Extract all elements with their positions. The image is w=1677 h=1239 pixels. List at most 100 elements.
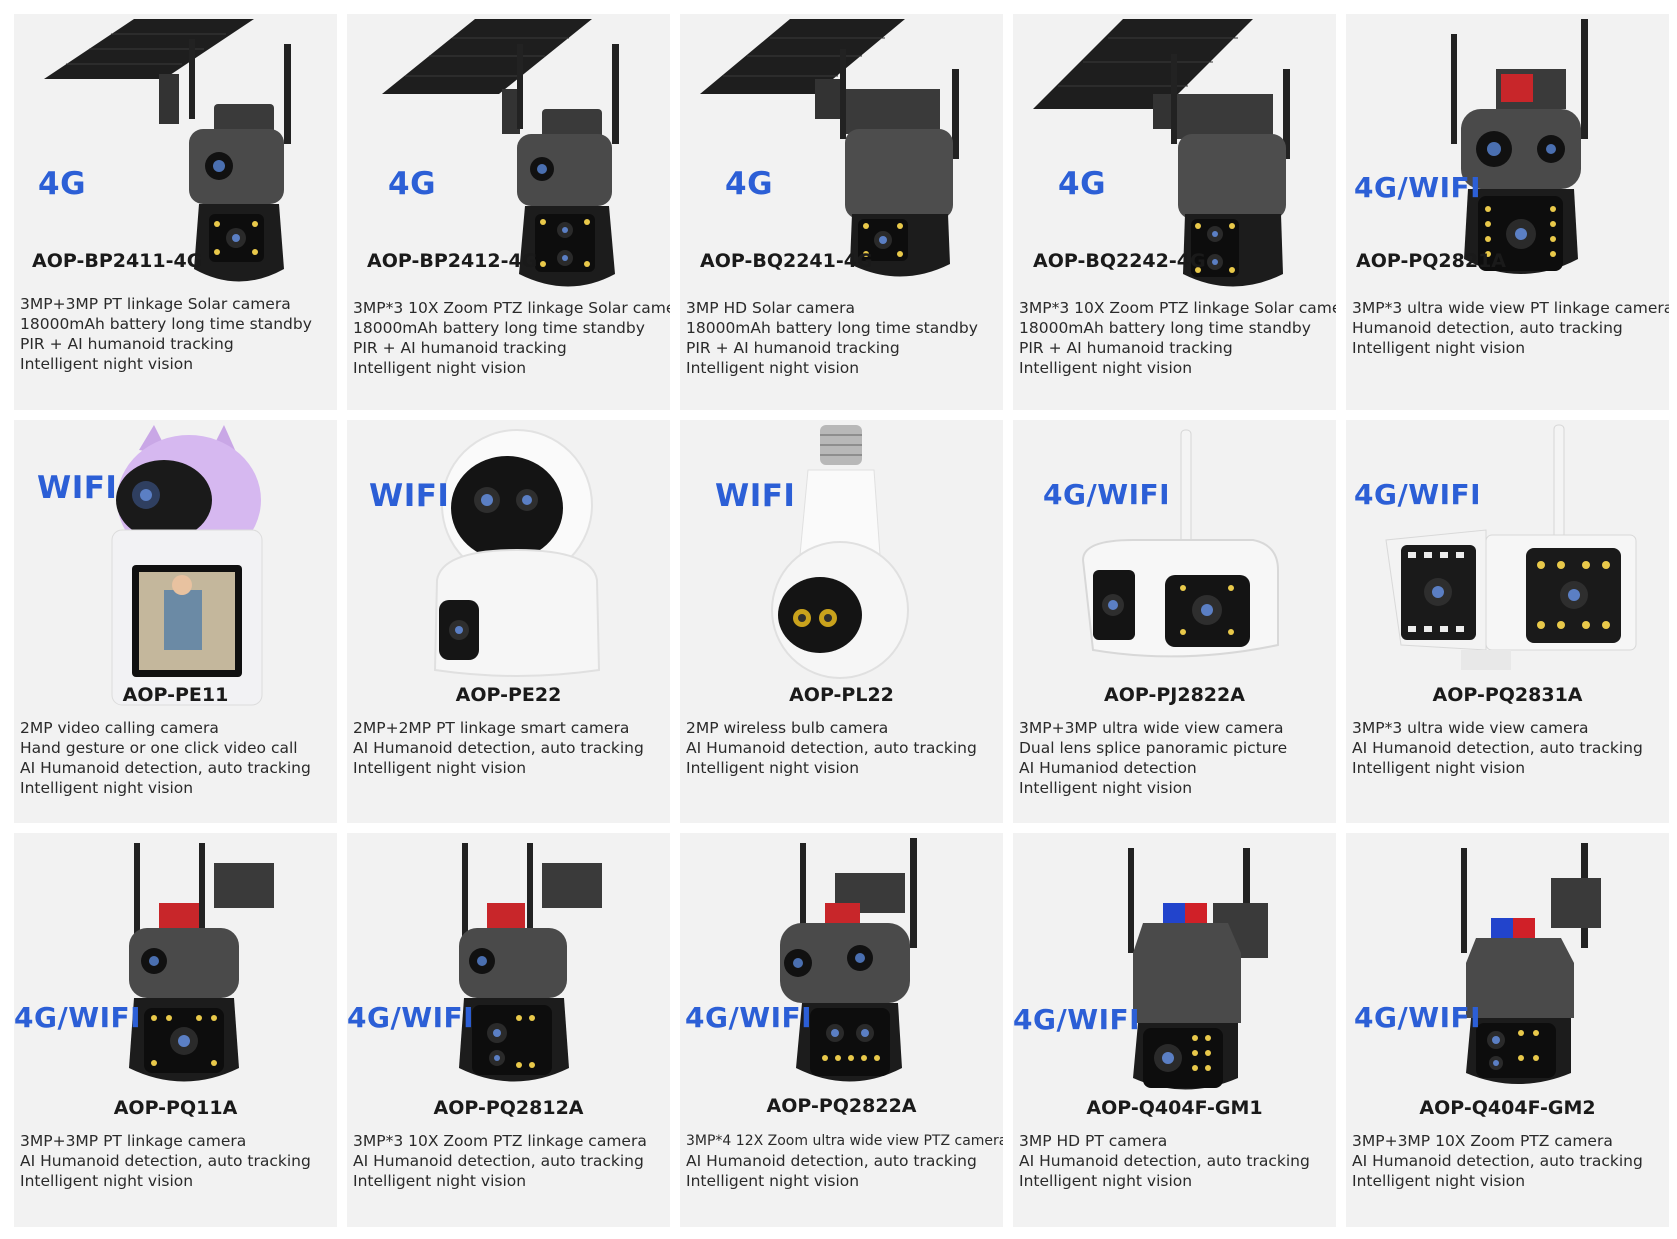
feature-line: PIR + AI humanoid tracking [353, 339, 567, 357]
product-card[interactable]: 4G/WIFI AOP-PQ2821A 3MP*3 ultra wide vie… [1346, 14, 1669, 410]
feature-line: AI Humanoid detection, auto tracking [20, 1152, 311, 1170]
model-name: AOP-BQ2242-4G [1033, 250, 1206, 272]
model-name: AOP-PE11 [122, 684, 229, 706]
feature-line: Intelligent night vision [1352, 339, 1526, 357]
model-name: AOP-BP2412-4G [367, 250, 538, 272]
product-card[interactable]: 4G/WIFI AOP-PQ11A 3MP+3MP PT linkage cam… [14, 833, 337, 1227]
connectivity-label: 4G/WIFI [685, 1001, 813, 1034]
feature-line: Intelligent night vision [353, 759, 527, 777]
model-name: AOP-PQ2821A [1356, 250, 1506, 272]
feature-list: 3MP*3 10X Zoom PTZ linkage Solar camera … [353, 298, 670, 378]
product-card[interactable]: WIFI AOP-PE22 2MP+2MP PT linkage smart c… [347, 420, 670, 823]
feature-list: 2MP video calling camera Hand gesture or… [20, 718, 333, 798]
solar-ptz-dual-lens-camera-icon [14, 14, 337, 304]
ptz-zoom-camera-with-police-light-icon [1346, 833, 1669, 1123]
model-name: AOP-Q404F-GM2 [1419, 1097, 1596, 1119]
feature-line: Intelligent night vision [353, 359, 527, 377]
product-card[interactable]: 4G AOP-BQ2241-4G 3MP HD Solar camera 180… [680, 14, 1003, 410]
feature-line: Hand gesture or one click video call [20, 739, 298, 757]
feature-line: PIR + AI humanoid tracking [1019, 339, 1233, 357]
feature-line: 3MP HD PT camera [1019, 1132, 1168, 1150]
video-calling-camera-icon [14, 420, 337, 710]
product-card[interactable]: 4G/WIFI AOP-Q404F-GM2 3MP+3MP 10X Zoom P… [1346, 833, 1669, 1227]
connectivity-label: 4G/WIFI [14, 1001, 142, 1034]
feature-list: 3MP+3MP PT linkage Solar camera 18000mAh… [20, 294, 333, 374]
feature-list: 2MP wireless bulb camera AI Humanoid det… [686, 718, 999, 778]
product-card[interactable]: 4G/WIFI AOP-Q404F-GM1 3MP HD PT camera A… [1013, 833, 1336, 1227]
feature-list: 3MP HD PT camera AI Humanoid detection, … [1019, 1131, 1332, 1191]
feature-line: AI Humanoid detection, auto tracking [686, 1152, 977, 1170]
ptz-zoom-dual-lens-camera-icon [347, 833, 670, 1123]
feature-list: 3MP*3 10X Zoom PTZ linkage camera AI Hum… [353, 1131, 666, 1191]
feature-line: 3MP+3MP 10X Zoom PTZ camera [1352, 1132, 1613, 1150]
connectivity-label: 4G/WIFI [1354, 1001, 1482, 1034]
connectivity-label: 4G/WIFI [1354, 478, 1482, 511]
feature-list: 3MP HD Solar camera 18000mAh battery lon… [686, 298, 999, 378]
feature-line: 3MP+3MP PT linkage Solar camera [20, 295, 291, 313]
product-card[interactable]: 4G/WIFI AOP-PJ2822A 3MP+3MP ultra wide v… [1013, 420, 1336, 823]
feature-line: Intelligent night vision [1019, 779, 1193, 797]
product-card[interactable]: 4G AOP-BP2412-4G 3MP*3 10X Zoom PTZ link… [347, 14, 670, 410]
dual-box-camera-icon [1346, 420, 1669, 710]
model-name: AOP-BP2411-4G [32, 250, 203, 272]
feature-line: 3MP*3 ultra wide view camera [1352, 719, 1589, 737]
feature-line: 2MP wireless bulb camera [686, 719, 889, 737]
feature-line: AI Humanoid detection, auto tracking [353, 739, 644, 757]
model-name: AOP-PQ2831A [1432, 684, 1583, 706]
feature-line: AI Humanoid detection, auto tracking [1352, 739, 1643, 757]
feature-line: 18000mAh battery long time standby [686, 319, 978, 337]
connectivity-label: WIFI [369, 478, 450, 514]
connectivity-label: 4G/WIFI [1013, 1003, 1141, 1036]
feature-list: 3MP+3MP ultra wide view camera Dual lens… [1019, 718, 1332, 798]
connectivity-label: WIFI [37, 470, 118, 506]
feature-line: Intelligent night vision [353, 1172, 527, 1190]
feature-line: Intelligent night vision [686, 1172, 860, 1190]
feature-line: Intelligent night vision [1352, 759, 1526, 777]
solar-ptz-camera-icon [680, 14, 1003, 304]
model-name: AOP-PQ11A [113, 1097, 238, 1119]
model-name: AOP-PQ2822A [766, 1095, 917, 1117]
model-name: AOP-Q404F-GM1 [1086, 1097, 1263, 1119]
product-card[interactable]: WIFI AOP-PE11 2MP video calling camera H… [14, 420, 337, 823]
model-name: AOP-PQ2812A [433, 1097, 584, 1119]
feature-line: AI Humanoid detection, auto tracking [1352, 1152, 1643, 1170]
feature-list: 3MP*3 10X Zoom PTZ linkage Solar camera … [1019, 298, 1336, 378]
feature-line: 3MP*3 10X Zoom PTZ linkage camera [353, 1132, 647, 1150]
feature-line: 3MP+3MP PT linkage camera [20, 1132, 247, 1150]
model-name: AOP-PL22 [789, 684, 894, 706]
ptz-quad-lens-camera-icon [680, 833, 1003, 1123]
feature-line: 3MP*4 12X Zoom ultra wide view PTZ camer… [686, 1133, 1003, 1149]
panoramic-dual-lens-camera-icon [1013, 420, 1336, 710]
product-card[interactable]: 4G/WIFI AOP-PQ2822A 3MP*4 12X Zoom ultra… [680, 833, 1003, 1227]
feature-line: 18000mAh battery long time standby [353, 319, 645, 337]
product-card[interactable]: 4G/WIFI AOP-PQ2831A 3MP*3 ultra wide vie… [1346, 420, 1669, 823]
product-card[interactable]: 4G AOP-BQ2242-4G 3MP*3 10X Zoom PTZ link… [1013, 14, 1336, 410]
ptz-triple-lens-camera-icon [1346, 14, 1669, 304]
product-card[interactable]: 4G/WIFI AOP-PQ2812A 3MP*3 10X Zoom PTZ l… [347, 833, 670, 1227]
product-card[interactable]: WIFI AOP-PL22 2MP wireless bulb camera A… [680, 420, 1003, 823]
feature-line: 18000mAh battery long time standby [1019, 319, 1311, 337]
feature-line: Intelligent night vision [686, 759, 860, 777]
feature-list: 3MP*3 ultra wide view camera AI Humanoid… [1352, 718, 1665, 778]
feature-list: 3MP+3MP PT linkage camera AI Humanoid de… [20, 1131, 333, 1191]
feature-line: 3MP*3 10X Zoom PTZ linkage Solar camera [1019, 299, 1336, 317]
model-name: AOP-PE22 [455, 684, 562, 706]
feature-line: Intelligent night vision [20, 355, 194, 373]
product-card[interactable]: 4G AOP-BP2411-4G 3MP+3MP PT linkage Sola… [14, 14, 337, 410]
ptz-camera-with-police-light-icon [1013, 833, 1336, 1123]
connectivity-label: 4G [38, 166, 87, 202]
feature-line: AI Humanoid detection, auto tracking [20, 759, 311, 777]
feature-line: 3MP+3MP ultra wide view camera [1019, 719, 1284, 737]
model-name: AOP-PJ2822A [1104, 684, 1245, 706]
feature-line: AI Humaniod detection [1019, 759, 1197, 777]
ptz-dual-lens-camera-icon [14, 833, 337, 1123]
feature-list: 3MP+3MP 10X Zoom PTZ camera AI Humanoid … [1352, 1131, 1665, 1191]
connectivity-label: 4G/WIFI [347, 1001, 475, 1034]
feature-line: Intelligent night vision [686, 359, 860, 377]
connectivity-label: 4G [1058, 166, 1107, 202]
connectivity-label: WIFI [715, 478, 796, 514]
feature-list: 3MP*4 12X Zoom ultra wide view PTZ camer… [686, 1131, 1003, 1191]
connectivity-label: 4G/WIFI [1354, 171, 1482, 204]
feature-line: AI Humanoid detection, auto tracking [353, 1152, 644, 1170]
feature-line: 3MP*3 ultra wide view PT linkage camera [1352, 299, 1669, 317]
